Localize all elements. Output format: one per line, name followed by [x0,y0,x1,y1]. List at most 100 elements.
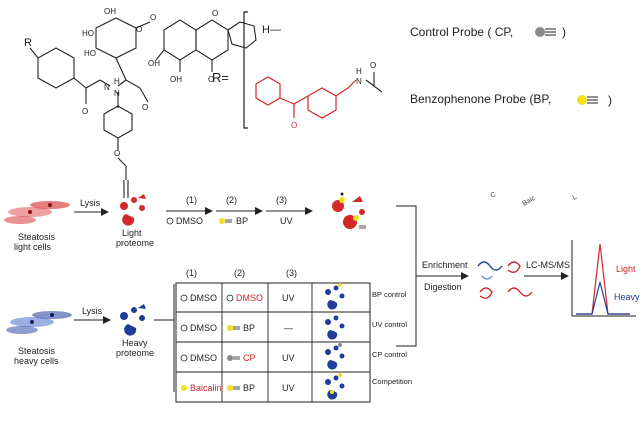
table-row: DMSO CP UV CP control [180,343,407,370]
table-row: Baicalin BP UV Competition [181,373,412,400]
row2-col1: DMSO [190,323,217,333]
row3-label: CP control [372,350,407,359]
row4-protein-icon [325,373,345,400]
r-group-bracket [243,11,248,129]
row4-col2: BP [243,383,255,393]
o-ketone-label: O [208,75,214,84]
h-substituent-label: H— [262,24,281,36]
bp-n-label: N [356,77,362,86]
flavone-ring-a [163,19,197,61]
o-ring-label: O [136,25,142,34]
o-ether-label: O [114,149,120,158]
row3-col2: CP [243,353,256,363]
chemical-structure [29,17,257,198]
o-ester-label: O [212,9,218,18]
oh-label-5: OH [170,75,182,84]
table-header-1: (1) [186,268,197,278]
heavy-peak-label: Heavy [614,292,640,302]
lcms-label: LC-MS/MS [526,260,570,270]
light-uv-label: UV [280,216,293,226]
o-amide1-label: O [82,107,88,116]
light-cells-icon [4,201,70,224]
light-proteome-label-2: proteome [116,238,154,248]
table-row: DMSO DMSO UV BP control [180,283,407,310]
light-step3-label: (3) [276,195,287,205]
light-step2-label: (2) [226,195,237,205]
control-probe-close: ) [562,25,566,39]
row2-protein-icon [325,315,345,340]
control-probe-symbol [535,27,556,37]
row1-col2: DMSO [236,293,263,303]
digestion-label: Digestion [424,282,462,292]
h-label: H [114,77,120,86]
digested-peptides-icon [477,261,533,299]
table-header-3: (3) [286,268,297,278]
o-amide2-label: O [142,103,148,112]
light-bp-label: BP [236,216,248,226]
benzophenone-probe-close: ) [608,93,612,107]
partial-text-1: C [490,191,498,200]
bp-o-label: O [291,121,297,130]
r-group-label: R [24,37,32,49]
light-proteome-icon [120,194,146,226]
benzophenone-probe-label: Benzophenone Probe (BP, [410,92,551,106]
light-cells-label-1: Steatosis [18,232,56,242]
benzophenone-probe-symbol [577,95,598,105]
structure-labels: R OH HO HO O O OH OH O O O N H N O O R= [24,7,229,158]
aryl-ring [103,105,133,139]
heavy-cells-label-2: heavy cells [14,356,59,366]
row2-label: UV control [372,320,407,329]
flavone-ring-b [227,21,257,49]
light-labeled-proteome-icon [332,192,366,229]
row1-protein-icon [325,283,345,310]
light-cells-label-2: light cells [14,242,52,252]
lysis-label-1: Lysis [80,198,101,208]
benzophenone-r-group [255,76,357,119]
row4-col1: Baicalin [190,383,222,393]
row4-label: Competition [372,377,412,386]
oh-label-2: OH [148,59,160,68]
control-probe-label: Control Probe ( CP, [410,25,513,39]
bp-ring-2 [307,87,337,119]
light-proteome-label-1: Light [122,228,142,238]
benzoyl-ring [37,47,75,89]
light-peak [576,243,630,315]
bp-ring-1 [255,76,281,106]
heavy-proteome-label-1: Heavy [122,338,148,348]
flavone-ring-c [195,19,229,61]
sugar-ring [95,17,137,59]
conditions-table: (1) (2) (3) DMSO DMSO UV BP control [175,268,412,403]
row3-col1: DMSO [190,353,217,363]
heavy-peak [576,281,630,315]
light-dmso-label: DMSO [176,216,203,226]
row1-col3: UV [282,293,295,303]
ms-spectrum-chart: Light Heavy [571,240,640,317]
n-label-2: N [114,89,120,98]
heavy-cells-icon [6,311,72,334]
partial-text-2: Baic [522,195,538,208]
light-step1-label: (1) [186,195,197,205]
bp-o2-label: O [370,61,376,70]
oh-label-4: HO [84,49,96,58]
row2-col3: — [284,323,293,333]
acetamide-group [365,72,383,93]
partial-text-3: L [572,194,579,202]
n-label-1: N [104,83,110,92]
row2-col2: BP [243,323,255,333]
oh-label-3: HO [82,29,94,38]
oh-label-1: OH [104,7,116,16]
row4-col3: UV [282,383,295,393]
enrichment-label: Enrichment [422,260,468,270]
lysis-label-2: Lysis [82,306,103,316]
light-peak-label: Light [616,264,636,274]
row1-col1: DMSO [190,293,217,303]
heavy-proteome-icon [120,304,146,336]
table-header-2: (2) [234,268,245,278]
r-equals-label: R= [212,70,229,85]
o-glyco-label: O [150,13,156,22]
row1-label: BP control [372,290,407,299]
bp-h-label: H [356,67,362,76]
row3-col3: UV [282,353,295,363]
